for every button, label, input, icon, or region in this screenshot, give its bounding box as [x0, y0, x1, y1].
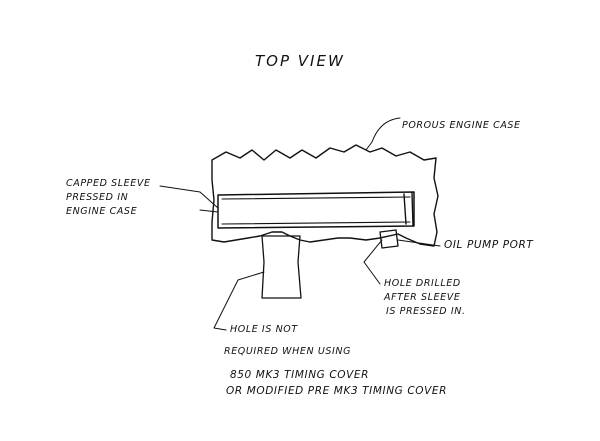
engine-case-section: [211, 144, 439, 247]
label-hole-drilled-2: AFTER SLEEVE: [383, 292, 460, 303]
leader-porous-case: [365, 117, 401, 151]
diagram-title: TOP VIEW: [255, 52, 345, 70]
label-timing-cover-2: OR MODIFIED PRE MK3 TIMING COVER: [226, 385, 447, 397]
leader-hole-drilled: [363, 239, 383, 285]
label-hole-drilled-1: HOLE DRILLED: [384, 278, 461, 289]
label-capped-sleeve-1: CAPPED SLEEVE: [66, 178, 151, 189]
label-hole-not-required-2: REQUIRED WHEN USING: [224, 346, 351, 357]
label-timing-cover-1: 850 MK3 TIMING COVER: [230, 369, 369, 381]
label-hole-not-required-1: HOLE IS NOT: [230, 324, 298, 335]
label-hole-drilled-3: IS PRESSED IN.: [386, 306, 466, 317]
capped-sleeve: [217, 191, 415, 229]
label-capped-sleeve-2: PRESSED IN: [66, 192, 128, 203]
label-oil-pump-port: OIL PUMP PORT: [444, 239, 534, 251]
leader-capped-sleeve: [159, 185, 219, 209]
leader-oil-pump-port: [397, 239, 441, 247]
oil-pump-port: [379, 229, 399, 249]
label-porous-engine-case: POROUS ENGINE CASE: [402, 120, 521, 131]
label-capped-sleeve-3: ENGINE CASE: [66, 206, 137, 217]
threaded-stud: [261, 235, 302, 299]
leader-hole-not-required: [213, 271, 265, 331]
